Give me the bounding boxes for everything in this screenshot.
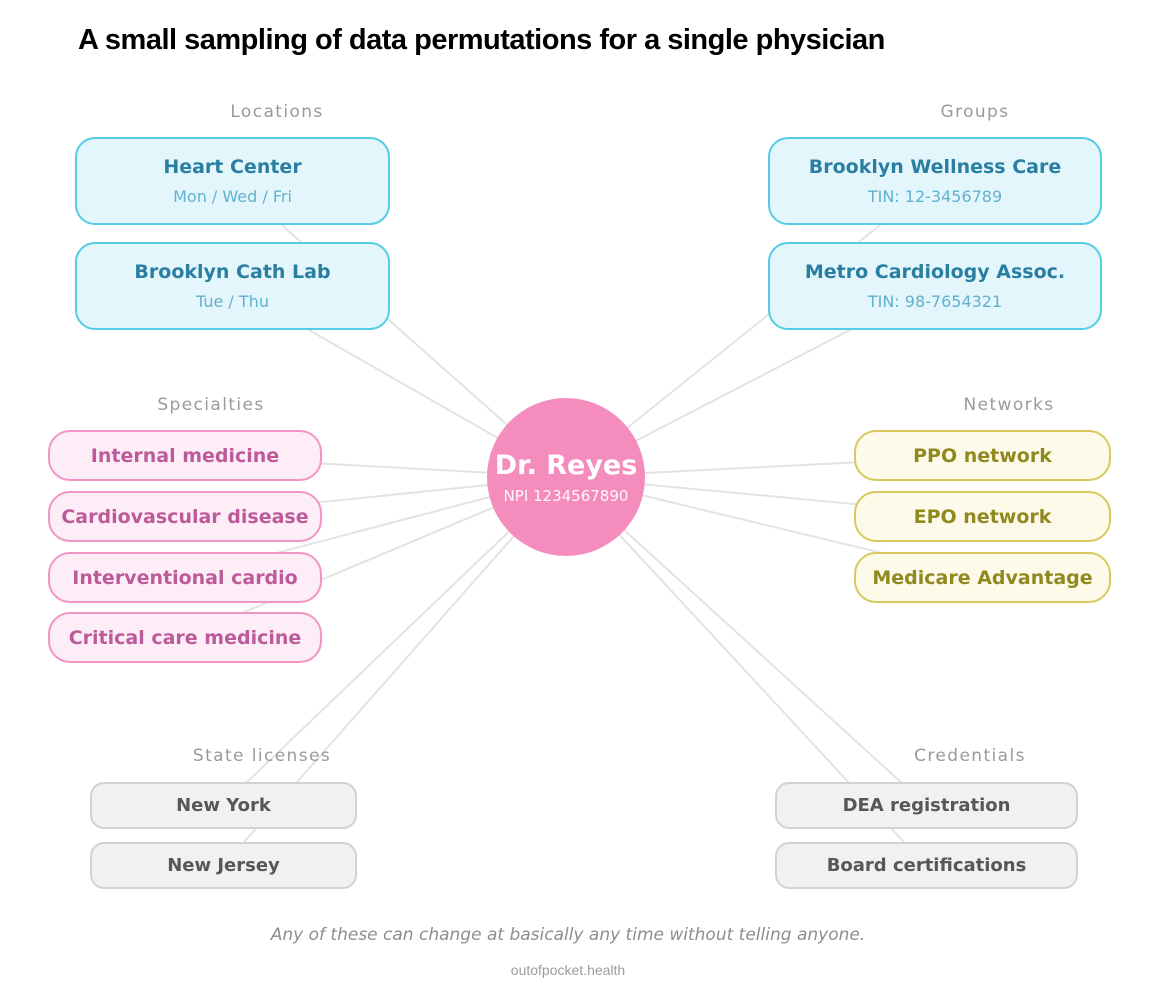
credential-card: DEA registration: [775, 782, 1078, 829]
location-schedule: Tue / Thu: [196, 292, 269, 311]
specialty-name: Cardiovascular disease: [61, 505, 309, 528]
location-card: Heart Center Mon / Wed / Fri: [75, 137, 390, 225]
specialty-card: Critical care medicine: [48, 612, 322, 663]
group-tin: TIN: 98-7654321: [867, 292, 1003, 311]
specialty-name: Internal medicine: [90, 444, 280, 467]
network-name: EPO network: [913, 505, 1052, 528]
footer-note: Any of these can change at basically any…: [270, 925, 866, 945]
specialty-card: Interventional cardio: [48, 552, 322, 603]
credential-card: Board certifications: [775, 842, 1078, 889]
state-license-card: New Jersey: [90, 842, 357, 889]
state-license-card: New York: [90, 782, 357, 829]
group-tin: TIN: 12-3456789: [867, 187, 1003, 206]
specialty-name: Critical care medicine: [68, 626, 302, 649]
physician-name: Dr. Reyes: [494, 449, 638, 481]
specialty-card: Cardiovascular disease: [48, 491, 322, 542]
credential-name: DEA registration: [842, 795, 1011, 816]
location-schedule: Mon / Wed / Fri: [173, 187, 292, 206]
state-license-name: New York: [176, 795, 271, 816]
section-label-groups: Groups: [940, 102, 1010, 122]
section-label-credentials: Credentials: [914, 746, 1026, 766]
network-card: Medicare Advantage: [854, 552, 1111, 603]
connector-line: [565, 476, 927, 806]
location-card: Brooklyn Cath Lab Tue / Thu: [75, 242, 390, 330]
state-license-name: New Jersey: [167, 855, 280, 876]
location-name: Heart Center: [163, 156, 302, 178]
location-name: Brooklyn Cath Lab: [134, 261, 331, 283]
physician-node: Dr. Reyes NPI 1234567890: [487, 398, 645, 556]
physician-npi: NPI 1234567890: [503, 486, 629, 505]
section-label-specialties: Specialties: [157, 395, 265, 415]
section-label-locations: Locations: [230, 102, 324, 122]
specialty-card: Internal medicine: [48, 430, 322, 481]
group-name: Brooklyn Wellness Care: [808, 156, 1062, 178]
network-card: EPO network: [854, 491, 1111, 542]
specialty-name: Interventional cardio: [72, 566, 298, 589]
group-card: Brooklyn Wellness Care TIN: 12-3456789: [768, 137, 1102, 225]
section-label-networks: Networks: [963, 395, 1055, 415]
section-label-state-licenses: State licenses: [192, 746, 332, 766]
page-title: A small sampling of data permutations fo…: [78, 24, 885, 56]
group-card: Metro Cardiology Assoc. TIN: 98-7654321: [768, 242, 1102, 330]
footer-site-label: outofpocket.health: [510, 962, 626, 978]
group-name: Metro Cardiology Assoc.: [804, 261, 1066, 283]
network-name: Medicare Advantage: [872, 566, 1093, 589]
credential-name: Board certifications: [826, 855, 1027, 876]
network-name: PPO network: [913, 444, 1052, 467]
network-card: PPO network: [854, 430, 1111, 481]
